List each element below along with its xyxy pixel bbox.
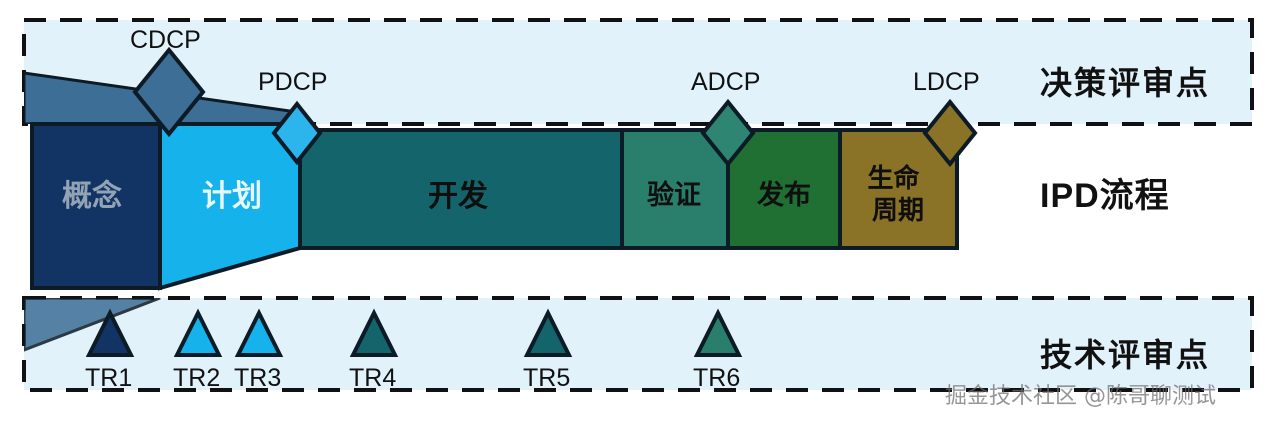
technical-band-box	[22, 296, 1254, 392]
decision-diamond-group	[132, 46, 978, 168]
stage-label-release: 发布	[756, 179, 811, 211]
triangle-marker-tr1[interactable]	[85, 308, 135, 357]
technical-triangle-group	[85, 308, 743, 357]
stage-shape-lifecycle[interactable]	[838, 128, 959, 250]
stage-label-lifecycle-line1: 生命	[867, 163, 920, 194]
triangle-marker-tr2[interactable]	[173, 308, 223, 357]
watermark-text: 掘金技术社区 @陈哥聊测试	[945, 384, 1216, 409]
triangle-marker-tr6[interactable]	[693, 308, 743, 357]
diamond-marker-cdcp[interactable]	[132, 46, 206, 138]
funnel-lower-wedge	[24, 298, 161, 352]
technical-review-label-tr4: TR4	[349, 364, 397, 392]
stage-label-verify: 验证	[647, 179, 701, 211]
stage-label-concept: 概念	[62, 179, 122, 214]
diamond-marker-ldcp[interactable]	[922, 98, 978, 168]
triangle-marker-tr5[interactable]	[523, 308, 573, 357]
triangle-marker-tr3[interactable]	[234, 308, 284, 357]
stage-label-group: 概念 计划 开发 验证 发布 生命 周期	[62, 163, 928, 226]
technical-review-label-tr1: TR1	[85, 364, 133, 392]
decision-point-label-pdcp: PDCP	[258, 68, 328, 96]
stage-label-lifecycle-line2: 周期	[872, 196, 924, 226]
technical-review-label-tr5: TR5	[523, 364, 571, 392]
diamond-marker-pdcp[interactable]	[271, 100, 323, 166]
technical-review-label-tr6: TR6	[693, 364, 741, 392]
decision-band-label: 决策评审点	[1040, 65, 1211, 101]
diamond-marker-adcp[interactable]	[700, 98, 756, 168]
decision-point-label-cdcp: CDCP	[130, 26, 201, 54]
stage-label-plan: 计划	[202, 179, 262, 214]
decision-point-label-ldcp: LDCP	[913, 68, 980, 96]
triangle-marker-tr4[interactable]	[349, 308, 399, 357]
decision-point-label-adcp: ADCP	[691, 68, 761, 96]
technical-review-label-tr3: TR3	[234, 364, 282, 392]
technical-band-label: 技术评审点	[1040, 337, 1211, 373]
ipd-band-label: IPD流程	[1040, 177, 1170, 215]
technical-review-label-tr2: TR2	[173, 364, 221, 392]
ipd-process-bar	[30, 122, 959, 291]
stage-label-lifecycle: 生命 周期	[867, 163, 928, 226]
stage-label-develop: 开发	[428, 179, 488, 214]
